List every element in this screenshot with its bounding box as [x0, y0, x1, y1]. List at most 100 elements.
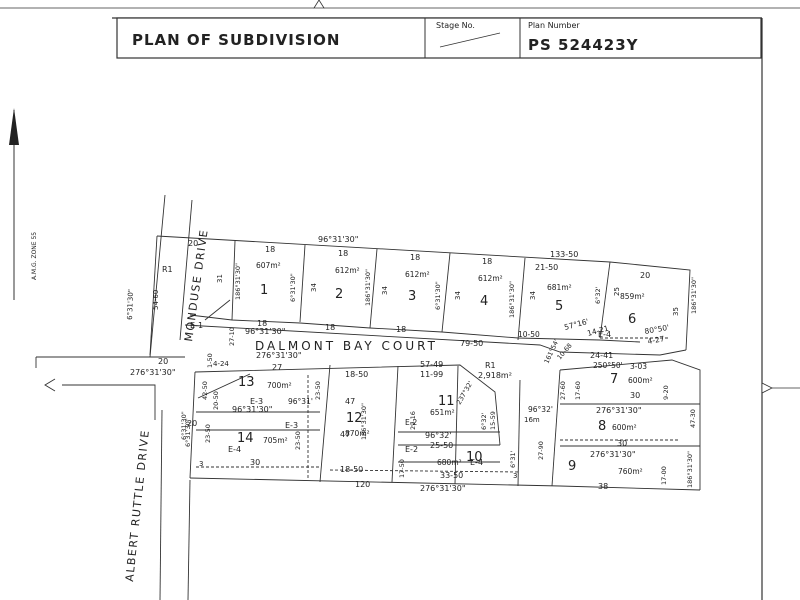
dimension-label: 30 — [630, 391, 640, 400]
lot-area-2: 612m² — [335, 266, 360, 275]
lot-number-6: 6 — [628, 312, 636, 327]
lot-number-7: 7 — [610, 372, 618, 387]
dimension-label: 6°31'30" — [126, 289, 135, 320]
dimension-label: 96°32' — [425, 431, 452, 440]
dimension-label: 186°31'30" — [690, 277, 698, 314]
north-arrow: A.M.G. ZONE 55 — [9, 108, 38, 300]
dimension-label: 6°32' — [594, 286, 602, 304]
dimension-label: 33-50 — [440, 471, 463, 480]
dimension-label: 30 — [250, 458, 260, 467]
dimension-label: 20 — [187, 419, 197, 428]
plan-number: PS 524423Y — [528, 36, 639, 54]
dimension-label: 18 — [410, 253, 420, 262]
zone-label: A.M.G. ZONE 55 — [31, 232, 38, 280]
lot-area-14: 705m² — [263, 436, 288, 445]
dimension-label: 3 — [199, 460, 203, 468]
lot-area-3: 612m² — [405, 270, 430, 279]
dimension-label: 250°50' — [593, 361, 623, 370]
dimension-label: 25-50 — [430, 441, 453, 450]
dimension-label: 96°32' — [528, 405, 553, 414]
dimension-label: 3 — [513, 472, 517, 480]
dimension-label: 276°31'30" — [590, 450, 636, 459]
dimension-label: 31 — [216, 274, 224, 283]
lot-area-12: 870m² — [345, 429, 370, 438]
lot-area-6: 859m² — [620, 292, 645, 301]
road-name-dalmont-bay-court: DALMONT BAY COURT — [255, 339, 438, 353]
dimension-label: 3-03 — [630, 362, 647, 371]
dimension-label: 276°31'30" — [130, 368, 176, 377]
lot-area-7: 600m² — [628, 376, 653, 385]
reserve-area: 2,918m² — [478, 371, 512, 380]
dimension-label: 276°31'30" — [256, 351, 302, 360]
lot-area-10: 680m² — [437, 458, 462, 467]
dimension-label: 4-24 — [213, 360, 229, 368]
dimension-label: 186°31'30" — [360, 403, 368, 440]
dimension-label: 9-20 — [662, 385, 670, 400]
dimension-label: 34 — [529, 291, 537, 300]
lot-number-8: 8 — [598, 419, 606, 434]
dimension-label: E-4 — [228, 445, 241, 454]
reserve-west-label: R1 — [162, 265, 173, 274]
dimension-label: 133-50 — [550, 250, 578, 259]
dimension-label: 6°31'30" — [434, 281, 442, 310]
dimension-labels: 96°31'30" 20 18 18 18 18 133-50 21-50 20 31 54-60 6… — [126, 235, 698, 493]
dimension-label: 18 — [482, 257, 492, 266]
dimension-label: 27-90 — [537, 441, 545, 460]
dimension-label: E-4 — [598, 330, 611, 339]
dimension-label: 23-50 — [294, 431, 302, 450]
dimension-label: 34 — [454, 291, 462, 300]
lot-area-11: 651m² — [430, 408, 455, 417]
dimension-label: 6°32' — [480, 412, 488, 430]
lot-number-13: 13 — [238, 375, 255, 390]
dimension-label: 25 — [613, 287, 621, 296]
dimension-label: 21-50 — [535, 263, 558, 272]
dimension-label: 35 — [672, 307, 680, 316]
dimension-label: 24-41 — [590, 351, 613, 360]
dimension-label: 18-50 — [345, 370, 368, 379]
lot-number-4: 4 — [480, 294, 488, 309]
lot-number-14: 14 — [237, 431, 254, 446]
dimension-label: 34 — [381, 286, 389, 295]
dimension-label: 186°31'30" — [234, 263, 242, 300]
dimension-label: 6°31'30" — [184, 418, 192, 447]
dimension-label: 15-59 — [489, 411, 497, 430]
dimension-label: 30 — [617, 439, 627, 448]
dimension-label: 120 — [355, 480, 370, 489]
dimension-label: 6°31'30" — [180, 411, 188, 440]
lot-area-13: 700m² — [267, 381, 292, 390]
dimension-label: 38 — [598, 482, 608, 491]
dimension-label: 27 — [272, 363, 282, 372]
dimension-label: E-3 — [250, 397, 263, 406]
lot-number-11: 11 — [438, 394, 455, 409]
dimension-label: 23-50 — [204, 424, 212, 443]
dimension-label: 20-50 — [212, 391, 220, 410]
dimension-label: 1-50 — [206, 353, 214, 368]
lot-boundaries — [149, 235, 701, 491]
dimension-label: 57-49 — [420, 360, 443, 369]
dimension-label: 18 — [325, 323, 335, 332]
dimension-label: 186°31'30" — [508, 281, 516, 318]
dimension-label: 96°31'30" — [245, 327, 285, 336]
dimension-label: E-2 — [405, 418, 417, 427]
title-block: PLAN OF SUBDIVISION Stage No. Plan Numbe… — [116, 17, 762, 59]
dimension-label: 42-50 — [201, 381, 209, 400]
dimension-label: E-3 — [285, 421, 298, 430]
dimension-label: 27-10 — [228, 327, 236, 346]
dimension-label: 54-60 — [152, 290, 160, 310]
dimension-label: 17-60 — [574, 381, 582, 400]
reserve-label: R1 — [485, 361, 496, 370]
dimension-label: 96°31'30" — [318, 235, 358, 244]
dimension-label: 47 — [340, 430, 350, 439]
dimension-label: 17-00 — [660, 466, 668, 485]
dimension-label: E-4 — [470, 458, 483, 467]
plan-title: PLAN OF SUBDIVISION — [132, 31, 341, 49]
dimension-label: 34 — [310, 283, 318, 292]
dimension-label: 20 — [158, 357, 168, 366]
dimension-label: 18 — [265, 245, 275, 254]
stage-label: Stage No. — [436, 21, 475, 30]
lot-area-8: 600m² — [612, 423, 637, 432]
lot-area-1: 607m² — [256, 261, 281, 270]
dimension-label: 96°31' — [288, 397, 313, 406]
